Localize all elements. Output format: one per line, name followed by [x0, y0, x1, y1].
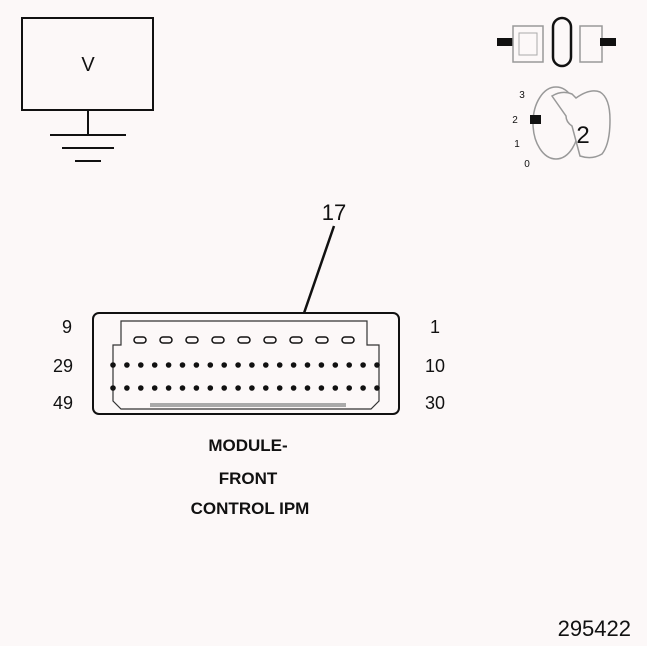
module-label-line-1: MODULE- [208, 436, 287, 455]
row-label-right-3: 30 [425, 393, 445, 413]
pin-1 [341, 336, 355, 344]
pin-9 [133, 336, 147, 344]
pin-29 [110, 362, 116, 368]
row-label-left-1: 9 [62, 317, 72, 337]
pin-21 [221, 362, 227, 368]
pin-16 [290, 362, 297, 368]
pin-38 [263, 385, 269, 391]
pin-22 [207, 362, 214, 368]
ignition-key-icon: 3 2 1 0 2 [512, 86, 611, 170]
pin-23 [193, 362, 200, 368]
ignition-position-3: 3 [519, 90, 525, 101]
pin-47 [138, 385, 144, 391]
connector-face [92, 312, 400, 415]
pin-43 [193, 385, 200, 391]
pin-26 [151, 362, 158, 368]
pin-39 [249, 385, 255, 391]
connector-lock-bar [150, 403, 346, 407]
pin-45 [165, 385, 172, 391]
voltmeter-symbol: V [81, 54, 95, 76]
pin-46 [151, 385, 158, 391]
ignition-position-0: 0 [524, 159, 530, 170]
pin-40 [235, 385, 241, 391]
pin-36 [290, 385, 297, 391]
pin-48 [124, 385, 130, 391]
pin-44 [179, 385, 186, 391]
pin-42 [207, 385, 214, 391]
voltmeter: V [21, 17, 154, 162]
row-label-left-2: 29 [53, 356, 73, 376]
pin-13 [332, 362, 339, 368]
pin-19 [249, 362, 255, 368]
pin-7 [185, 336, 199, 344]
pin-27 [138, 362, 144, 368]
pin-31 [360, 385, 366, 391]
pin-2 [315, 336, 329, 344]
callout-pin-number: 17 [322, 200, 346, 225]
pin-37 [276, 385, 283, 391]
row-label-left-3: 49 [53, 393, 73, 413]
pin-35 [304, 385, 311, 391]
pin-rows [110, 336, 380, 391]
pin-14 [318, 362, 325, 368]
pin-28 [124, 362, 130, 368]
voltmeter-box [21, 17, 154, 111]
pin-18 [263, 362, 269, 368]
row-label-right-1: 1 [430, 317, 440, 337]
ignition-position-2: 2 [512, 115, 518, 126]
pin-12 [346, 362, 353, 368]
disconnected-connector-icon [497, 16, 616, 68]
pin-24 [179, 362, 186, 368]
pin-25 [165, 362, 172, 368]
pin-32 [346, 385, 353, 391]
connector-cavity [112, 320, 380, 410]
pin-15 [304, 362, 311, 368]
pin-8 [159, 336, 173, 344]
pin-33 [332, 385, 339, 391]
pin-17 [276, 362, 283, 368]
figure-number: 295422 [558, 616, 631, 641]
ground-icon [50, 110, 126, 162]
pin-20 [235, 362, 241, 368]
pin-10 [374, 362, 380, 368]
pin-49 [110, 385, 116, 391]
row-label-right-2: 10 [425, 356, 445, 376]
module-label-line-2: FRONT [219, 469, 278, 488]
pin-41 [221, 385, 227, 391]
pin-11 [360, 362, 366, 368]
module-label-line-3: CONTROL IPM [191, 499, 310, 518]
pin-3 [289, 336, 303, 344]
pin-34 [318, 385, 325, 391]
ignition-position-1: 1 [514, 139, 520, 150]
pin-6 [211, 336, 225, 344]
pin-30 [374, 385, 380, 391]
pin-5 [237, 336, 251, 344]
pin-4 [263, 336, 277, 344]
ignition-key-position: 2 [576, 122, 589, 149]
